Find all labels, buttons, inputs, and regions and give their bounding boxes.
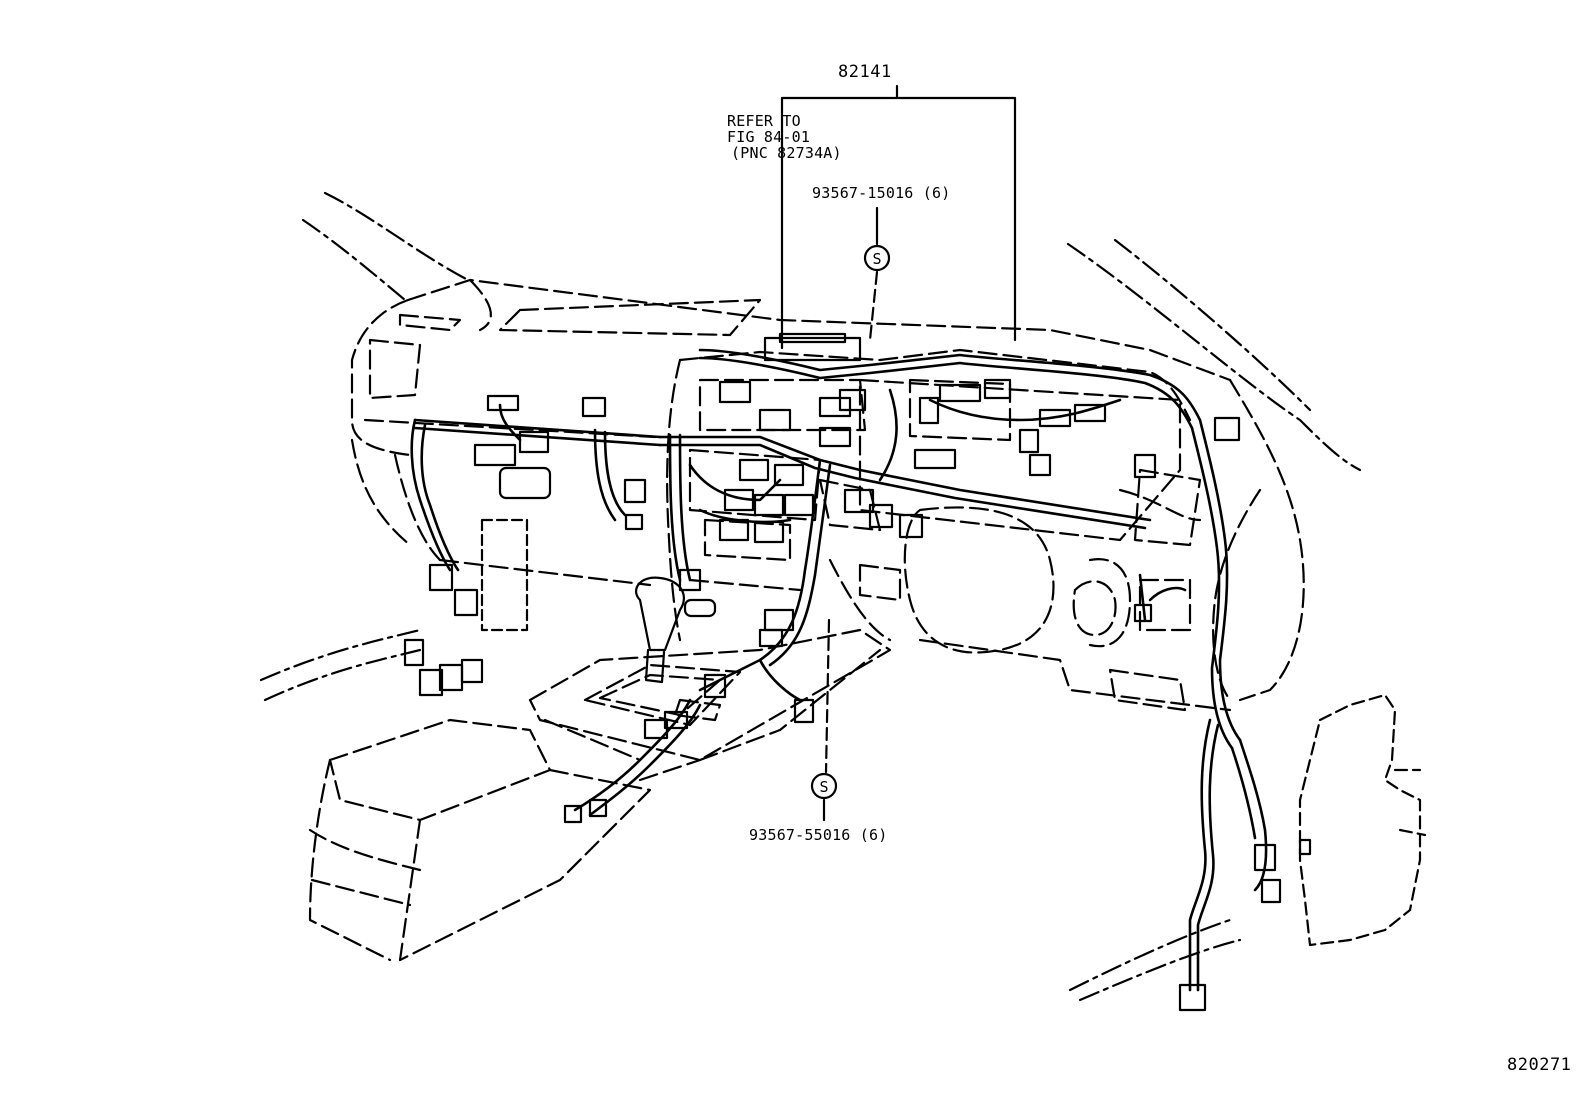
instrument-panel-outline [350, 278, 1305, 712]
figure-id: 820271 [1507, 1055, 1572, 1075]
screw-bottom-symbol-letter: S [819, 778, 828, 796]
screw-symbol-bottom: S [810, 618, 838, 822]
body-phantom-lines [259, 191, 1362, 1002]
shift-lever [635, 576, 685, 684]
harness-connectors [403, 332, 1312, 1012]
screw-symbol-top: S [863, 206, 891, 342]
refer-to-line1: REFER TO [727, 112, 801, 130]
screw-top-symbol-letter: S [872, 250, 881, 268]
main-wire-harness [410, 348, 1268, 992]
part-number-82141: 82141 [838, 62, 892, 82]
junction-block [1298, 693, 1427, 947]
refer-to-line3: (PNC 82734A) [731, 144, 842, 162]
screw-part-number-top: 93567-15016 (6) [812, 184, 951, 202]
refer-to-line2: FIG 84-01 [727, 128, 811, 146]
center-console-outline [308, 628, 892, 962]
screw-part-number-bottom: 93567-55016 (6) [749, 826, 888, 844]
part-82141-bracket [780, 84, 1017, 350]
